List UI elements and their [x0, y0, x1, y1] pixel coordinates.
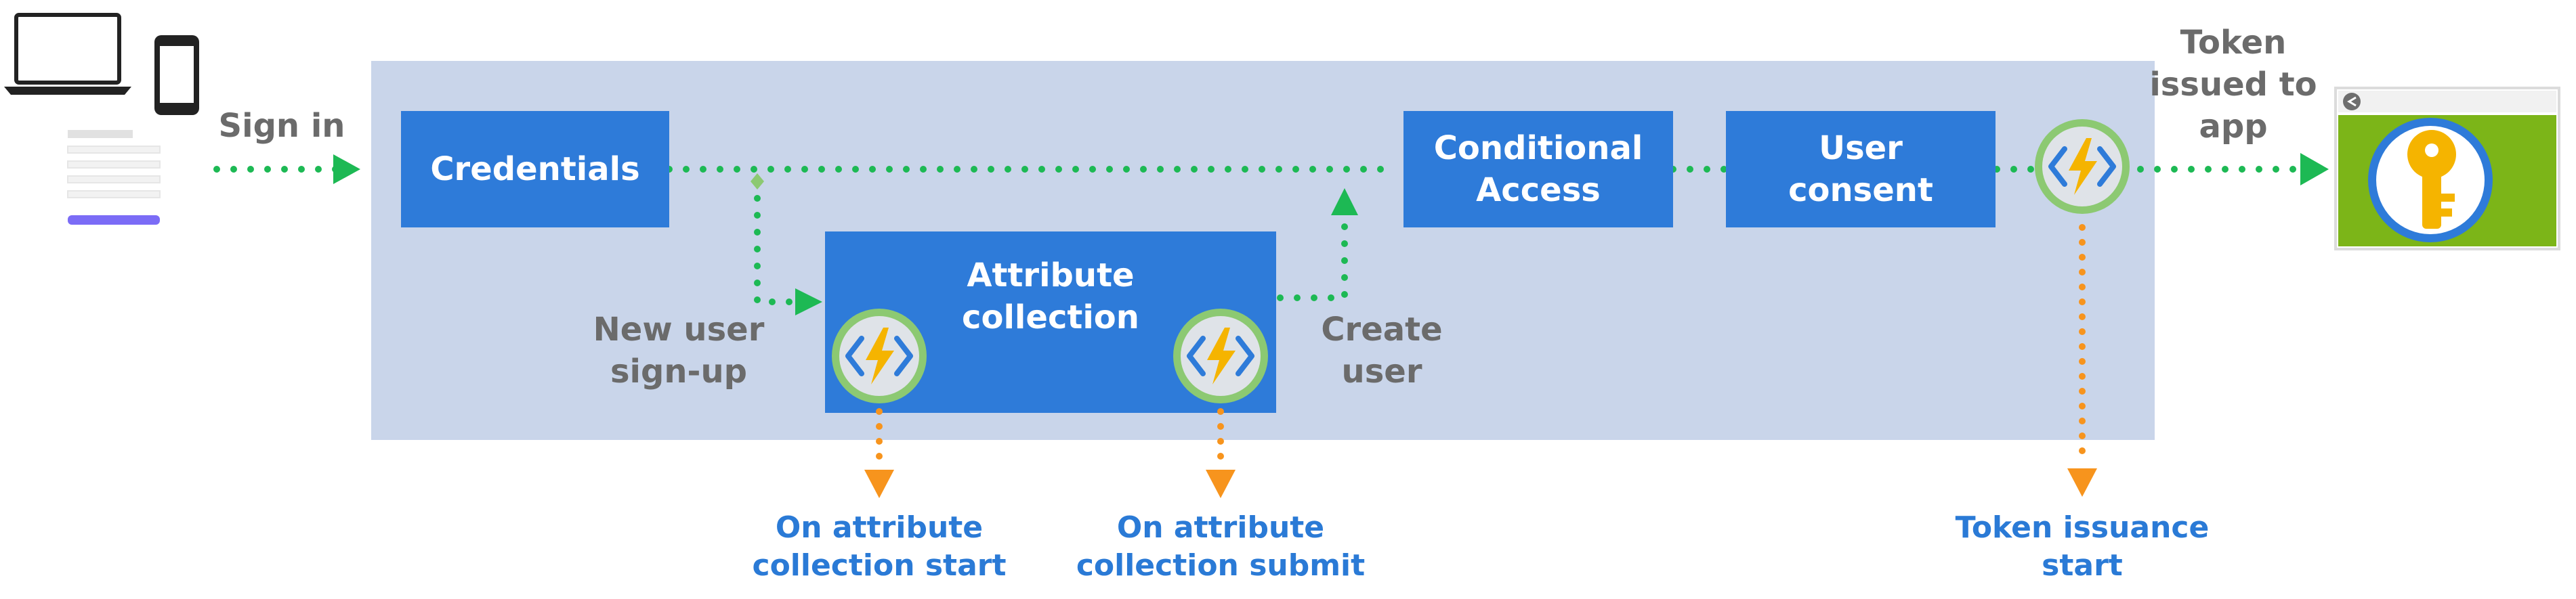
arrowhead-token-issued: [2300, 153, 2329, 185]
arrowhead-attr-start: [864, 470, 894, 498]
conditional-access-box: [1403, 111, 1673, 227]
create-user-connector: [1277, 198, 1348, 301]
arrowhead-create-user: [1331, 188, 1358, 215]
laptop-and-phone-icon: [4, 13, 199, 115]
sign-in-label: Sign in: [218, 107, 345, 145]
azure-function-icon: [2035, 119, 2130, 214]
new-user-connector: [754, 178, 813, 305]
branch-point: [751, 173, 764, 190]
app-key-icon: [2334, 87, 2560, 250]
arrowhead-new-user: [795, 288, 822, 315]
arrowhead-sign-in: [333, 154, 360, 184]
event-connectors: [876, 224, 2086, 465]
arrowhead-token-start: [2067, 468, 2097, 497]
credentials-box: [401, 111, 669, 227]
event-arrowheads: [864, 468, 2097, 498]
sign-in-form-icon: [67, 130, 161, 225]
credentials-label: Credentials: [430, 150, 640, 188]
user-consent-box: [1726, 111, 1996, 227]
flow-connectors: [213, 166, 2305, 305]
flow-arrowheads: [333, 153, 2329, 315]
arrowhead-attr-submit: [1206, 470, 1236, 498]
